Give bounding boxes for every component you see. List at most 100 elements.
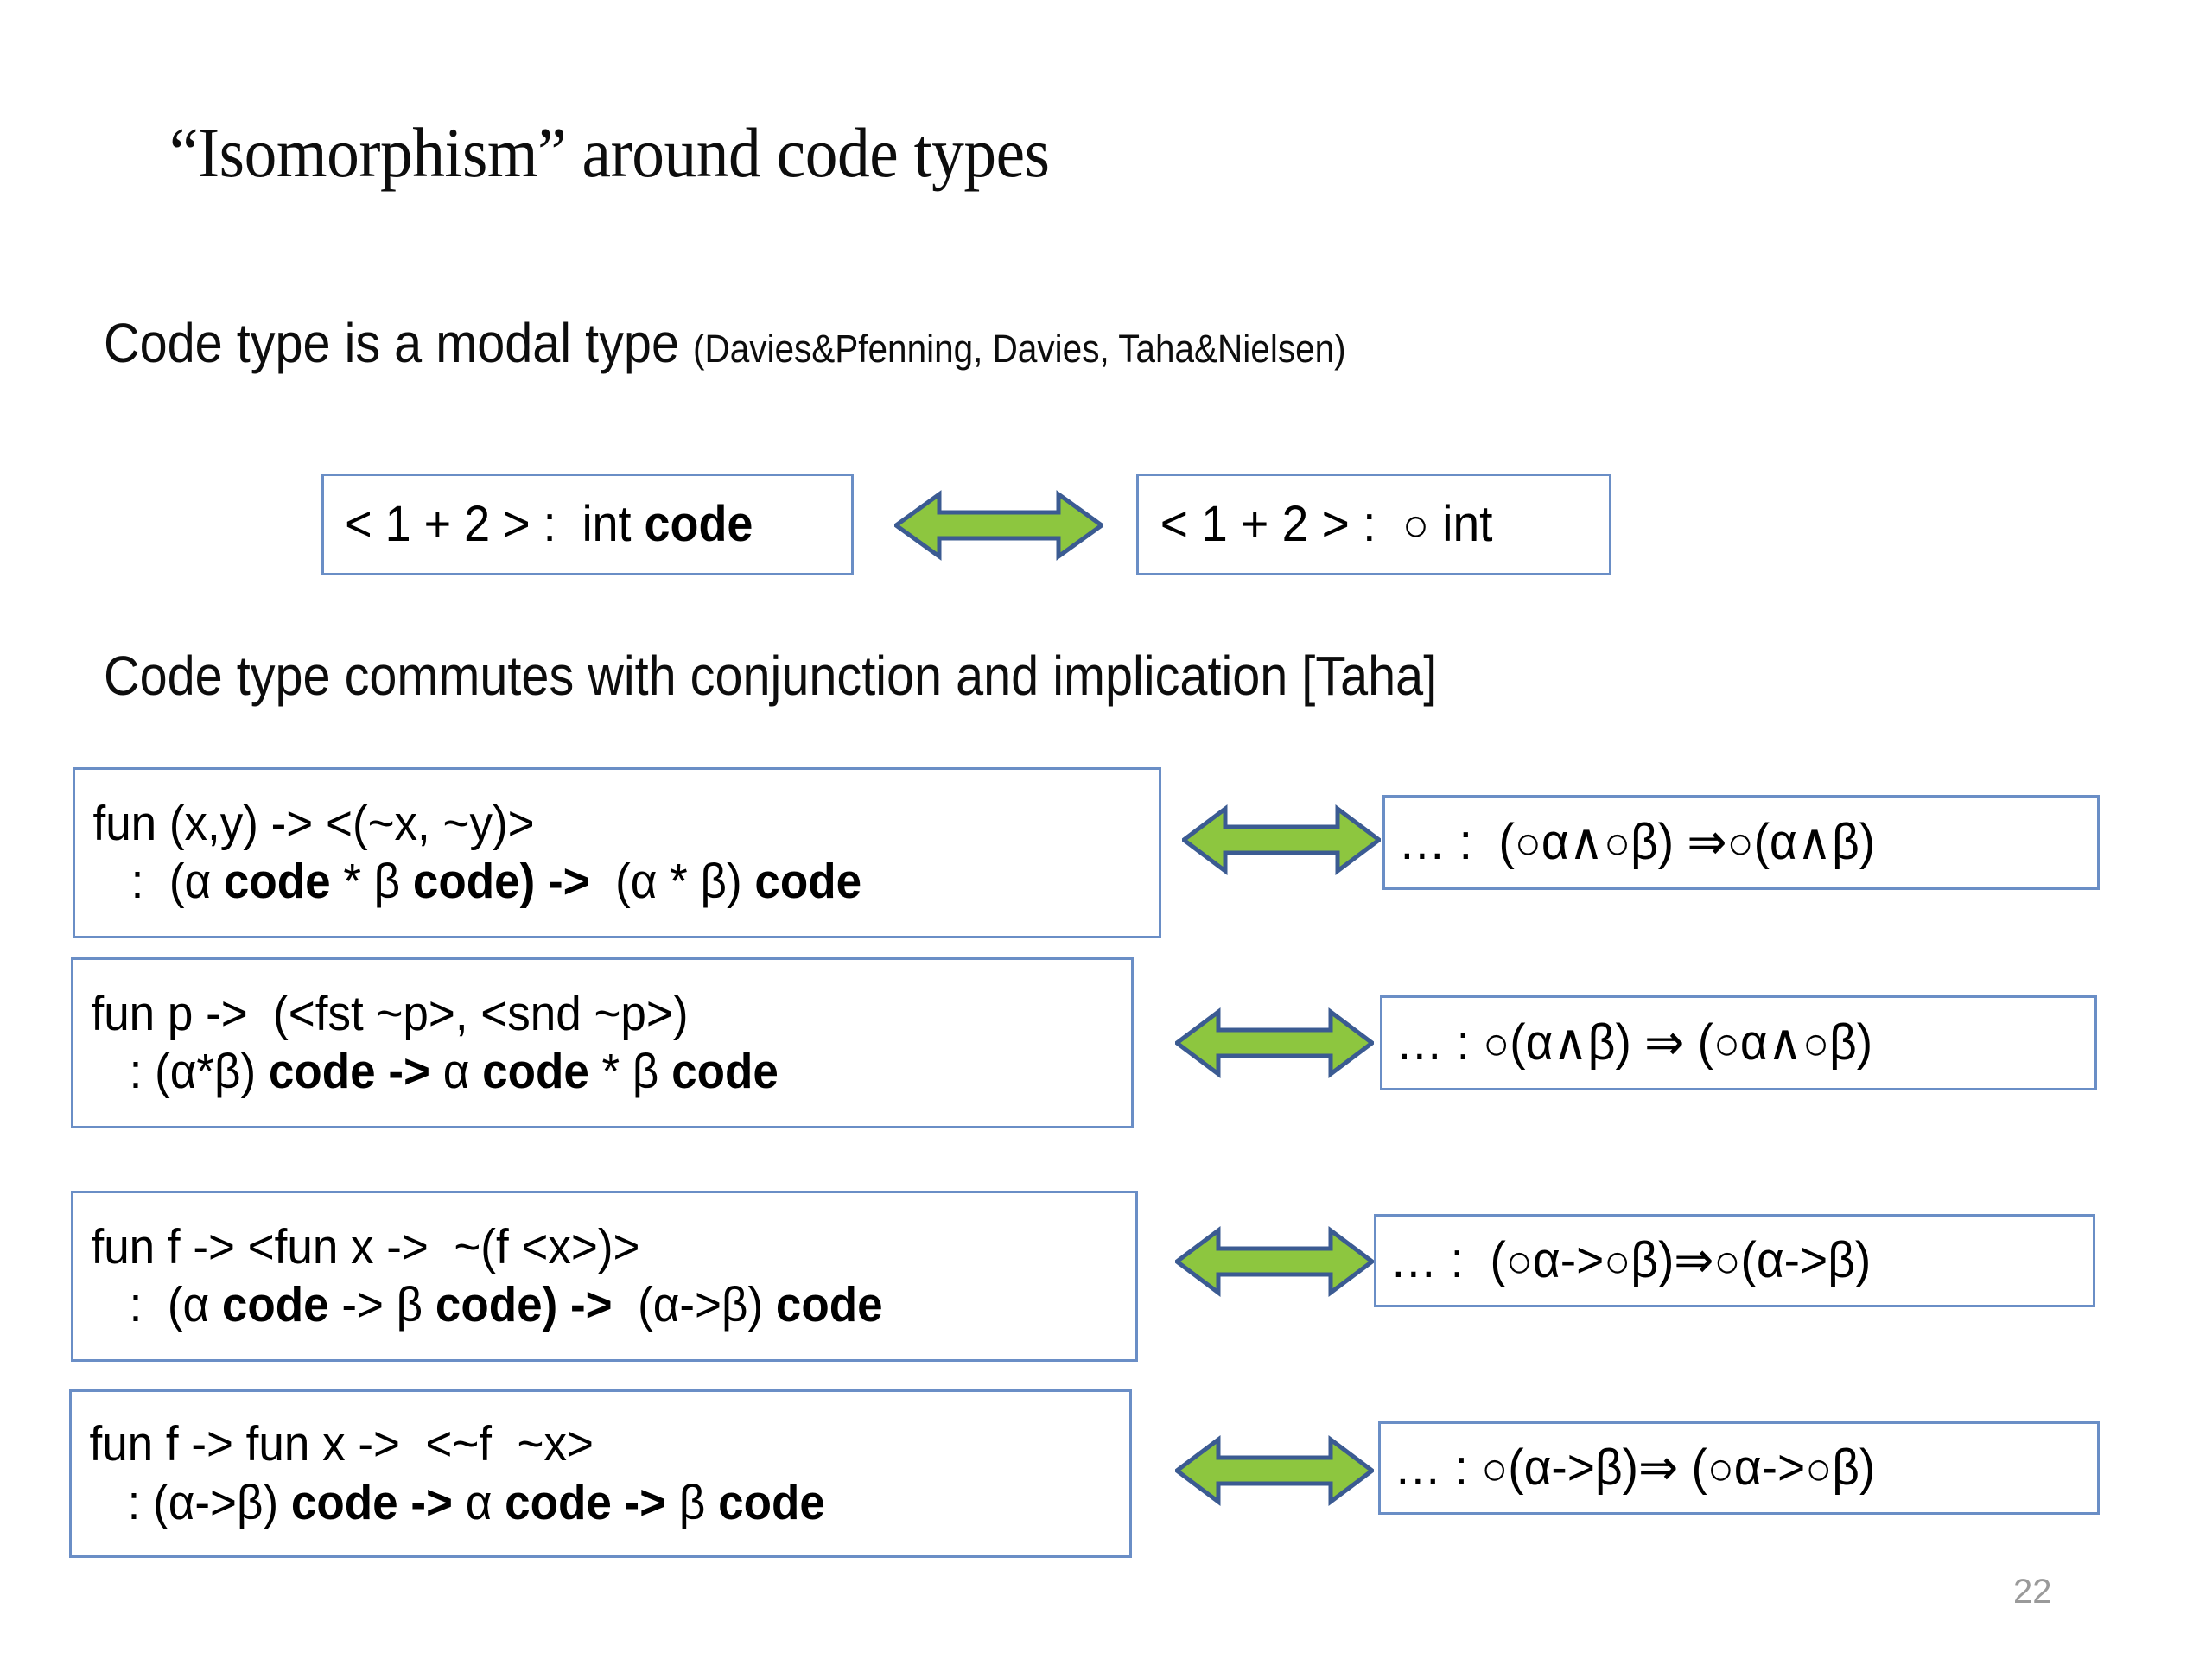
next-operator-circle-icon: ○ (1805, 1442, 1833, 1495)
code-run: < 1 + 2 > : (1160, 495, 1402, 552)
code-run: * β (330, 854, 413, 909)
next-operator-circle-icon: ○ (1481, 1442, 1509, 1495)
slide-number: 22 (2013, 1573, 2052, 1611)
code-run: code (482, 1044, 589, 1099)
code-run: code -> (505, 1474, 667, 1530)
code-line: … : (○α->○β)⇒○(α->β) (1376, 1231, 2057, 1290)
page-title: “Isomorphism” around code types (169, 113, 1050, 192)
code-run: code) -> (412, 854, 590, 909)
code-run: code (754, 854, 862, 909)
code-run: code (718, 1474, 825, 1530)
heading-modal-type-main: Code type is a modal type (104, 312, 693, 374)
code-run: α∧ (1541, 813, 1605, 870)
code-line: … : ○(α∧β) ⇒ (○α∧○β) (1382, 1014, 2059, 1072)
double-arrow-icon (1173, 1007, 1376, 1079)
code-run: … : (1394, 1439, 1482, 1496)
code-run: β (666, 1474, 719, 1530)
code-run: * β (588, 1044, 672, 1099)
code-run: (α∧β) (1753, 813, 1876, 870)
box-implication-elim-modal: … : ○(α->β)⇒ (○α->○β) (1378, 1421, 2100, 1515)
double-arrow-icon (1173, 1434, 1376, 1507)
next-operator-circle-icon: ○ (1713, 1235, 1741, 1287)
code-run: fun p -> (<fst ~p>, <snd ~p>) (91, 985, 689, 1041)
double-arrow-icon (1179, 804, 1383, 876)
code-run: (α->β) (1740, 1231, 1872, 1288)
next-operator-circle-icon: ○ (1483, 1017, 1510, 1070)
box-conjunction-intro-modal: … : (○α∧○β) ⇒○(α∧β) (1382, 795, 2100, 890)
next-operator-circle-icon: ○ (1402, 499, 1429, 551)
code-run: (α->β)⇒ ( (1508, 1439, 1707, 1496)
next-operator-circle-icon: ○ (1707, 1442, 1734, 1495)
code-run: α (452, 1474, 505, 1530)
code-run: code) -> (435, 1277, 613, 1332)
code-run: β)⇒ (1630, 1231, 1714, 1288)
code-line: : (α->β) code -> α code -> β code (72, 1474, 1055, 1532)
code-run: (α∧β) ⇒ ( (1510, 1014, 1713, 1071)
code-run: code (671, 1044, 779, 1099)
code-run: code (221, 1277, 329, 1332)
next-operator-circle-icon: ○ (1514, 817, 1541, 869)
code-line: fun p -> (<fst ~p>, <snd ~p>) (73, 985, 1057, 1043)
next-operator-circle-icon: ○ (1802, 1017, 1830, 1070)
code-line: fun f -> fun x -> <~f ~x> (72, 1415, 1055, 1473)
box-implication-elim-ml: fun f -> fun x -> <~f ~x> : (α->β) code … (69, 1389, 1132, 1558)
code-line: : (α*β) code -> α code * β code (73, 1043, 1057, 1101)
next-operator-circle-icon: ○ (1604, 817, 1631, 869)
code-line: : (α code * β code) -> (α * β) code (75, 853, 1083, 911)
code-run: : (α->β) (89, 1474, 291, 1530)
code-run: code (775, 1277, 883, 1332)
code-line: fun f -> <fun x -> ~(f <x>)> (73, 1218, 1061, 1276)
box-code-type-ml: < 1 + 2 > : int code (321, 474, 854, 575)
heading-modal-type-citation: (Davies&Pfenning, Davies, Taha&Nielsen) (692, 327, 1346, 371)
code-run: fun (x,y) -> <(~x, ~y)> (92, 795, 535, 851)
double-headed-arrow-svg (1173, 1226, 1376, 1297)
code-run: : (α (91, 1277, 222, 1332)
code-run: int (1428, 495, 1493, 552)
code-run: code (644, 495, 753, 552)
code-line: < 1 + 2 > : int code (324, 495, 814, 554)
box-conjunction-intro-ml: fun (x,y) -> <(~x, ~y)> : (α code * β co… (73, 767, 1161, 938)
code-run: β) (1829, 1014, 1873, 1071)
code-run: β) (1832, 1439, 1876, 1496)
code-run: α∧ (1739, 1014, 1803, 1071)
code-run: … : ( (1398, 813, 1515, 870)
heading-commutes: Code type commutes with conjunction and … (104, 644, 1437, 708)
double-headed-arrow-svg (1173, 1435, 1376, 1506)
code-line: … : (○α∧○β) ⇒○(α∧β) (1385, 813, 2062, 872)
code-run: : (α*β) (91, 1044, 269, 1099)
code-run: α-> (1532, 1231, 1605, 1288)
code-run: < 1 + 2 > : int (345, 495, 645, 552)
next-operator-circle-icon: ○ (1713, 1017, 1740, 1070)
code-run: … : ( (1389, 1231, 1506, 1288)
code-run: (α->β) (612, 1277, 776, 1332)
code-run: α-> (1733, 1439, 1806, 1496)
code-line: fun (x,y) -> <(~x, ~y)> (75, 795, 1083, 853)
code-run: (α * β) (589, 854, 755, 909)
box-implication-intro-modal: … : (○α->○β)⇒○(α->β) (1374, 1214, 2095, 1307)
code-line: : (α code -> β code) -> (α->β) code (73, 1276, 1061, 1334)
box-conjunction-elim-ml: fun p -> (<fst ~p>, <snd ~p>) : (α*β) co… (71, 957, 1134, 1128)
next-operator-circle-icon: ○ (1604, 1235, 1631, 1287)
double-headed-arrow-svg (1179, 804, 1383, 875)
double-headed-arrow-svg (1173, 1007, 1376, 1078)
code-run: β) ⇒ (1630, 813, 1727, 870)
double-headed-arrow-svg (892, 490, 1106, 561)
code-run: -> β (328, 1277, 435, 1332)
code-run: code (223, 854, 331, 909)
code-run: … : (1395, 1014, 1484, 1071)
heading-modal-type: Code type is a modal type (Davies&Pfenni… (104, 311, 1346, 375)
double-arrow-icon (1173, 1225, 1376, 1298)
code-run: fun f -> fun x -> <~f ~x> (89, 1416, 594, 1472)
next-operator-circle-icon: ○ (1505, 1235, 1533, 1287)
code-line: … : ○(α->β)⇒ (○α->○β) (1381, 1439, 2062, 1497)
code-run: code -> (268, 1044, 430, 1099)
next-operator-circle-icon: ○ (1726, 817, 1754, 869)
heading-commutes-main: Code type commutes with conjunction and … (104, 645, 1438, 707)
box-implication-intro-ml: fun f -> <fun x -> ~(f <x>)> : (α code -… (71, 1191, 1138, 1362)
code-run: : (α (92, 854, 224, 909)
box-code-type-modal: < 1 + 2 > : ○ int (1136, 474, 1611, 575)
code-run: code -> (290, 1474, 453, 1530)
code-line: < 1 + 2 > : ○ int (1139, 495, 1586, 554)
code-run: fun f -> <fun x -> ~(f <x>)> (91, 1218, 640, 1274)
double-arrow-icon (892, 489, 1106, 562)
